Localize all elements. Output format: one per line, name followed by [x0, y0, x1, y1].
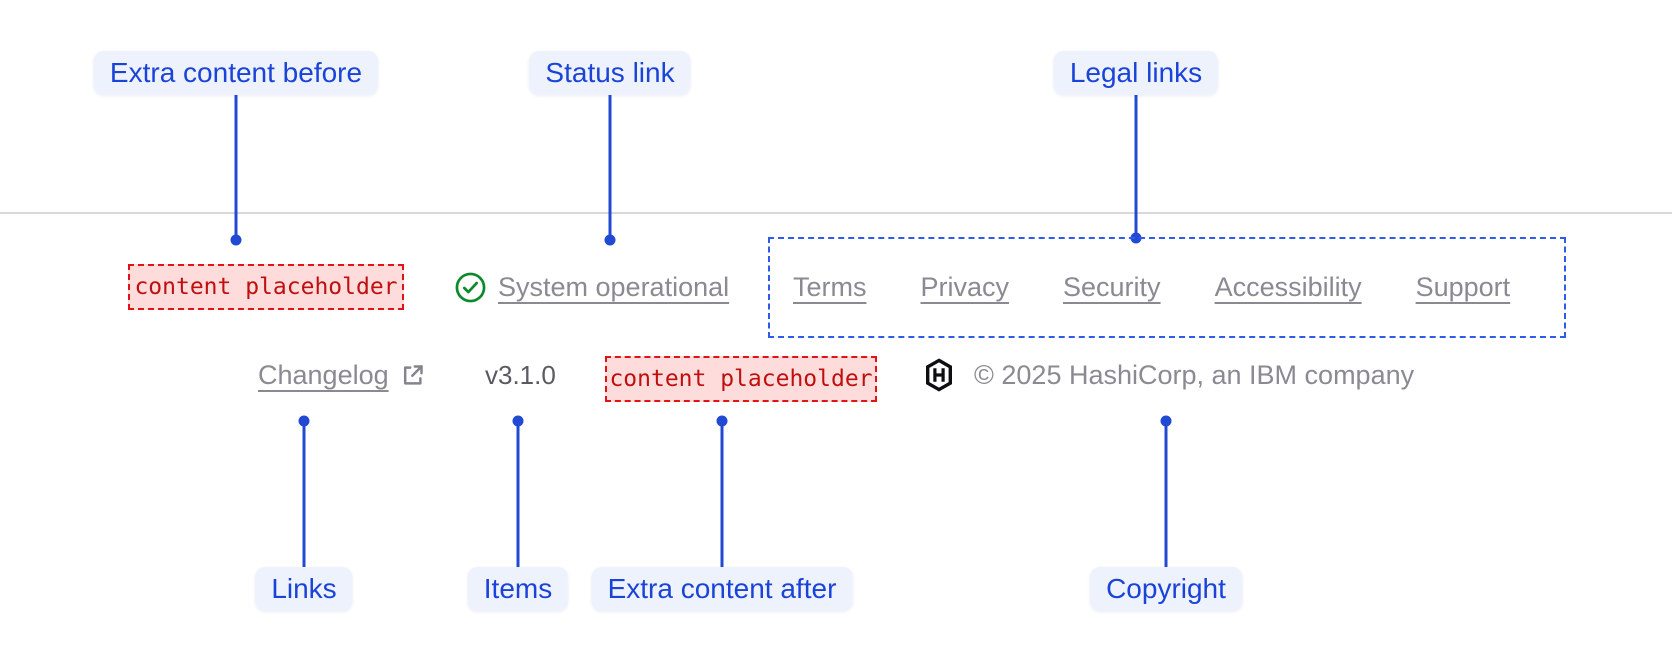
annotation-label-links: Links: [255, 567, 353, 611]
copyright-text: © 2025 HashiCorp, an IBM company: [974, 359, 1415, 390]
legal-link-terms[interactable]: Terms: [793, 272, 867, 302]
legal-link-support[interactable]: Support: [1415, 272, 1511, 302]
legal-link-accessibility[interactable]: Accessibility: [1214, 272, 1362, 302]
check-circle-icon: [455, 272, 486, 303]
footer-top-divider: [0, 212, 1672, 214]
status-link-label[interactable]: System operational: [498, 271, 730, 302]
connector-dot: [230, 234, 242, 246]
footer-item-version: v3.1.0: [485, 352, 556, 398]
changelog-link-label[interactable]: Changelog: [258, 359, 389, 390]
connector-dot: [604, 234, 616, 246]
annotation-label-items: Items: [467, 567, 569, 611]
connector-line: [1134, 95, 1138, 238]
connector-dot: [512, 415, 524, 427]
changelog-link[interactable]: Changelog: [258, 352, 426, 398]
connector-line: [720, 424, 724, 567]
annotation-label-status-link: Status link: [529, 51, 691, 95]
annotation-label-copyright: Copyright: [1090, 567, 1242, 611]
connector-dot: [1160, 415, 1172, 427]
annotation-label-legal-links: Legal links: [1053, 51, 1219, 95]
external-link-icon: [399, 362, 426, 389]
connector-line: [1164, 424, 1168, 567]
status-link[interactable]: System operational: [455, 264, 729, 310]
connector-line: [302, 424, 306, 567]
legal-link-privacy[interactable]: Privacy: [920, 272, 1010, 302]
legal-links-region: Terms Privacy Security Accessibility Sup…: [768, 237, 1566, 338]
version-label: v3.1.0: [485, 359, 556, 390]
hashicorp-logo-icon: [924, 357, 954, 393]
annotation-label-extra-content-before: Extra content before: [93, 51, 379, 95]
annotation-label-extra-content-after: Extra content after: [591, 567, 853, 611]
connector-line: [516, 424, 520, 567]
extra-content-after-placeholder: content placeholder: [605, 356, 877, 402]
legal-link-security[interactable]: Security: [1063, 272, 1161, 302]
connector-line: [608, 95, 612, 240]
connector-dot: [298, 415, 310, 427]
extra-content-before-placeholder: content placeholder: [128, 264, 404, 310]
connector-line: [234, 95, 238, 240]
copyright-block: © 2025 HashiCorp, an IBM company: [924, 352, 1414, 398]
connector-dot: [716, 415, 728, 427]
